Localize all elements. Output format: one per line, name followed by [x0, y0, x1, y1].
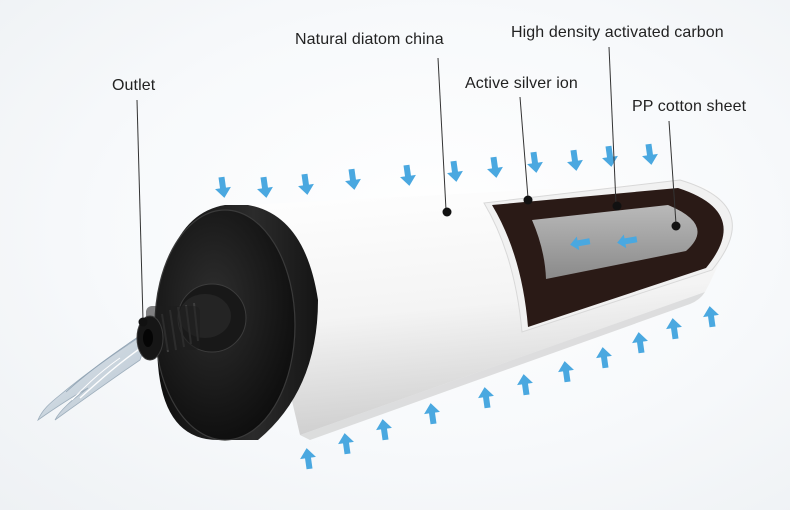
flow-arrow [376, 419, 392, 441]
label-pp-cotton-sheet: PP cotton sheet [632, 98, 747, 115]
leader-line-pp [668, 120, 677, 225]
marker-silver [523, 195, 533, 205]
marker-pp [671, 221, 681, 231]
label-natural-diatom-china: Natural diatom china [295, 31, 444, 48]
inflow-arrows-top [215, 143, 658, 198]
flow-arrow [567, 149, 583, 171]
inflow-arrows-bottom [300, 306, 719, 470]
flow-arrow [300, 448, 316, 470]
pp-cotton-layer [532, 205, 698, 279]
flow-arrow [424, 403, 440, 425]
flow-arrow [338, 433, 354, 455]
label-active-silver-ion: Active silver ion [465, 75, 578, 92]
flow-arrow [642, 143, 658, 165]
flow-arrow [517, 374, 533, 396]
leader-line-outlet [136, 99, 144, 321]
internal-flow-arrow [617, 234, 638, 249]
internal-flow-arrow [570, 236, 591, 251]
leader-line-silver [519, 96, 529, 199]
flow-arrow [447, 160, 463, 182]
marker-diatom [442, 207, 452, 217]
marker-outlet [138, 317, 148, 327]
flow-arrow [666, 318, 682, 340]
flow-arrow [632, 332, 648, 354]
label-high-density-activated-carbon: High density activated carbon [511, 24, 724, 41]
flow-arrow [257, 176, 273, 198]
leader-line-carbon [608, 46, 617, 205]
threaded-outlet [136, 283, 247, 361]
flow-arrow [215, 176, 231, 198]
flow-arrow [298, 173, 314, 195]
label-outlet: Outlet [112, 77, 156, 94]
flow-arrow [487, 156, 503, 178]
leader-line-diatom [437, 57, 447, 211]
flow-arrow [527, 151, 543, 173]
flow-arrow [703, 306, 719, 328]
flow-arrow [478, 387, 494, 409]
flow-arrow [400, 164, 416, 186]
cutaway-section [483, 179, 733, 333]
marker-carbon [612, 201, 622, 211]
flow-arrow [345, 168, 361, 190]
flow-arrow [596, 347, 612, 369]
internal-flow-arrows [570, 234, 638, 251]
water-stream [37, 329, 151, 422]
flow-arrow [558, 361, 574, 383]
flow-arrow [602, 145, 618, 167]
